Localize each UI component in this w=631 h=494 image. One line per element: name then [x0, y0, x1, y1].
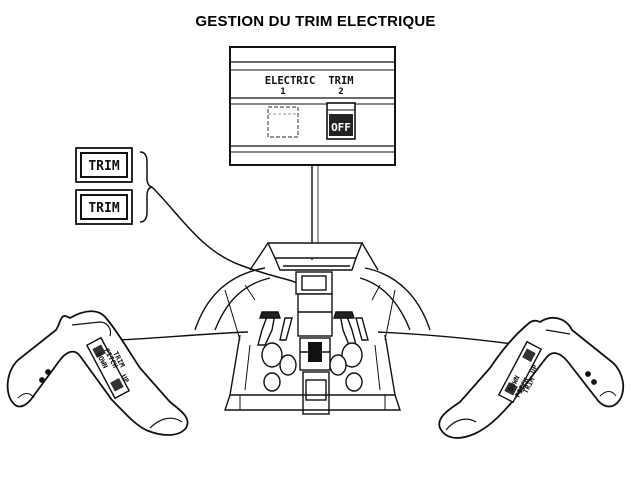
left-yoke-up-label: UP	[119, 373, 130, 384]
page-title: GESTION DU TRIM ELECTRIQUE	[195, 13, 436, 30]
left-yoke: DOWN PITCH TRIM UP	[6, 310, 189, 436]
trim-switch-number: 2	[338, 87, 343, 97]
trim-annunciator-2: TRIM	[88, 201, 119, 216]
switch-panel: ELECTRIC 1 TRIM 2 OFF	[229, 46, 396, 260]
right-yoke-up-label: UP	[529, 364, 540, 375]
off-label: OFF	[331, 121, 351, 134]
trim-annunciator-1: TRIM	[88, 159, 119, 174]
electric-number: 1	[280, 87, 285, 97]
right-yoke: DOWN PITCH TRIM UP	[438, 316, 625, 439]
center-console	[117, 242, 521, 415]
electric-label: ELECTRIC	[265, 75, 316, 87]
trim-annunciators: TRIM TRIM	[75, 147, 301, 286]
trim-switch-label: TRIM	[328, 75, 353, 87]
electric-switch-1[interactable]	[267, 106, 299, 138]
